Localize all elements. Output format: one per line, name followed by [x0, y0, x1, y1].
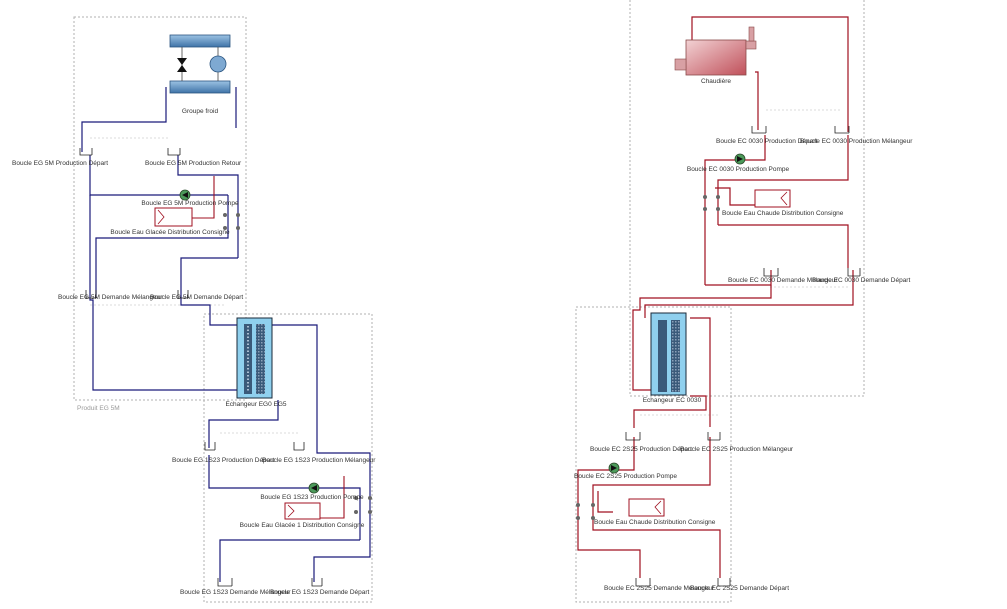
chiller-icon [169, 34, 231, 94]
boiler-label: Chaudière [701, 78, 731, 85]
right-hot-loop-pipes [577, 16, 854, 578]
right-sec-pump-label: Boucle EC 2S25 Production Pompe [574, 473, 677, 480]
left-hot-bypass-pipes [192, 176, 345, 519]
left-sec-bypass-label: Boucle Eau Glacée 1 Distribution Consign… [240, 522, 365, 529]
right-prod-depart-label: Boucle EC 0030 Production Départ [716, 138, 817, 145]
left-sec-prod-retour-label: Boucle EG 1S23 Production Mélangeur [262, 457, 376, 464]
left-exchanger-icon[interactable] [236, 317, 273, 399]
right-demand-depart-label: Boucle EC 0030 Demande Départ [812, 277, 910, 284]
right-sec-prod-depart-label: Boucle EC 2S25 Production Départ [590, 446, 692, 453]
right-pump-icon[interactable] [734, 153, 746, 165]
right-sec-demand-retour-label: Boucle EC 2S25 Demande Mélangeur [604, 585, 715, 592]
left-pump-label: Boucle EG 5M Production Pompe [141, 200, 239, 207]
right-bypass-label: Boucle Eau Chaude Distribution Consigne [722, 210, 844, 217]
right-exchanger-label: Echangeur EC 0030 [643, 397, 702, 404]
right-sec-bypass-label: Boucle Eau Chaude Distribution Consigne [594, 519, 716, 526]
right-prod-retour-label: Boucle EC 0030 Production Mélangeur [800, 138, 913, 145]
right-plant-frame [575, 0, 865, 603]
left-prod-retour-label: Boucle EG 5M Production Retour [145, 160, 242, 167]
right-sec-demand-depart-label: Boucle EC 2S25 Demande Départ [690, 585, 789, 592]
right-demand-retour-label: Boucle EC 0030 Demande Mélangeur [728, 277, 838, 284]
left-tees [79, 148, 323, 587]
left-exchanger-label: Echangeur EG0 EG5 [225, 401, 286, 408]
left-sec-prod-depart-label: Boucle EG 1S23 Production Départ [172, 457, 274, 464]
right-subframes [640, 109, 850, 588]
left-sec-pump-icon[interactable] [308, 482, 320, 494]
left-plant-frame [73, 16, 373, 603]
left-sec-setpoint-box[interactable] [284, 502, 321, 520]
chiller-label: Groupe froid [182, 108, 219, 115]
left-demand-retour-label: Boucle EG 5M Demande Mélangeur [58, 294, 163, 301]
left-valves [223, 213, 372, 514]
right-sec-pump-icon[interactable] [608, 462, 620, 474]
left-sec-demand-retour-label: Boucle EG 1S23 Demande Mélangeur [180, 589, 291, 596]
boiler-icon[interactable] [674, 26, 757, 76]
left-plant-label: Produit EG 5M [77, 405, 120, 412]
right-setpoint-box[interactable] [754, 189, 791, 208]
left-setpoint-box[interactable] [154, 207, 193, 227]
right-sec-prod-retour-label: Boucle EC 2S25 Production Mélangeur [680, 446, 794, 453]
left-pump-icon[interactable] [179, 189, 191, 201]
right-sec-setpoint-box[interactable] [628, 498, 665, 517]
right-valves [576, 195, 720, 520]
left-sec-demand-depart-label: Boucle EG 1S23 Demande Départ [270, 589, 370, 596]
left-bypass-label: Boucle Eau Glacée Distribution Consigne [110, 229, 230, 236]
left-cold-loop-pipes [81, 87, 371, 582]
right-pump-label: Boucle EC 0030 Production Pompe [687, 166, 790, 173]
right-exchanger-icon[interactable] [650, 312, 687, 396]
left-prod-depart-label: Boucle EG 5M Production Départ [12, 160, 108, 167]
left-subframes [90, 137, 300, 434]
right-tees [625, 126, 861, 587]
left-demand-depart-label: Boucle EG 5M Demande Départ [150, 294, 243, 301]
left-sec-pump-label: Boucle EG 1S23 Production Pompe [260, 494, 364, 501]
